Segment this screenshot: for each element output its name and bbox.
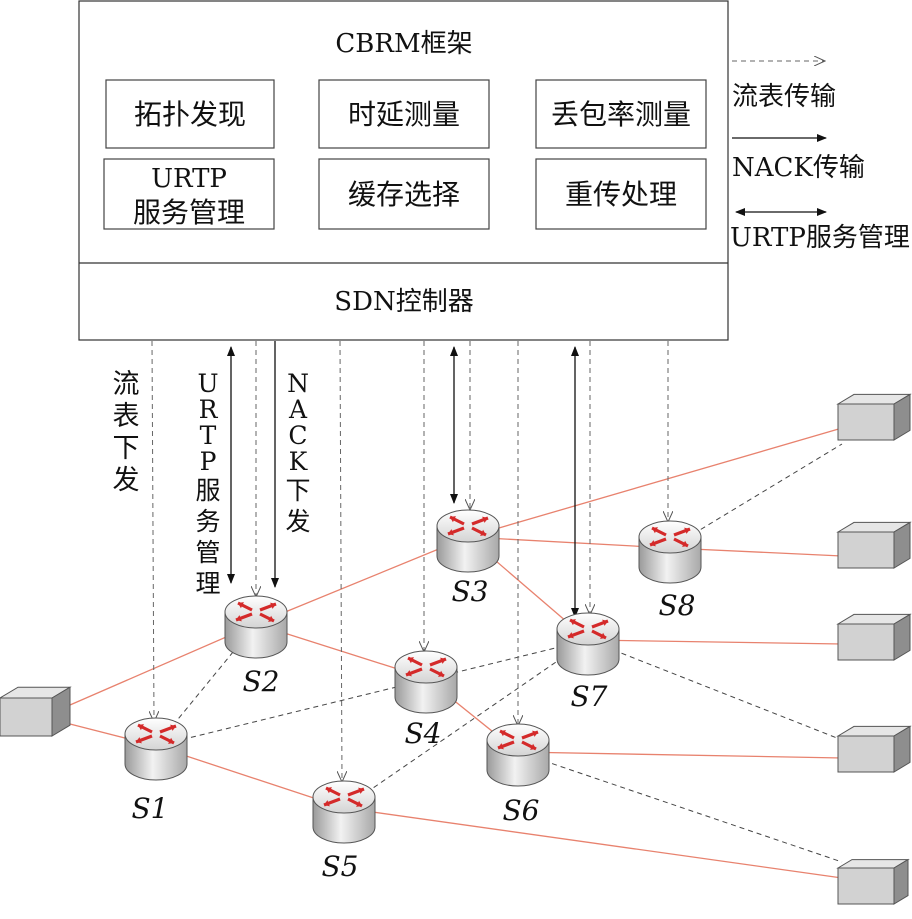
legend-label-nack: NACK传输	[732, 153, 865, 183]
legend-label-urtp: URTP服务管理	[730, 223, 910, 253]
switch-router-icon	[638, 520, 702, 584]
annotation-char: A	[288, 395, 308, 424]
link-s2-s3	[255, 536, 469, 625]
module-label: 丢包率测量	[551, 98, 691, 131]
switch-router-icon	[436, 509, 500, 573]
annotation-char: 务	[195, 507, 220, 536]
switch-label-s2: S2	[243, 665, 280, 698]
switch-label-s1: S1	[132, 792, 169, 825]
sdn-controller-label: SDN控制器	[334, 287, 473, 317]
annotation-char: P	[200, 447, 217, 476]
annotation-char: C	[288, 421, 307, 450]
annotation-char: K	[289, 447, 309, 476]
switch-router-icon	[224, 595, 288, 659]
link-s3-server1	[467, 427, 843, 538]
dlink-s5-s7	[343, 639, 589, 809]
switch-label-s8: S8	[659, 589, 696, 622]
module-label: 重传处理	[565, 178, 677, 211]
annotation-char: 下	[113, 433, 140, 464]
cbrm-framework: CBRM框架 SDN控制器 拓扑发现 时延测量 丢包率测量 URTP 服务管理 …	[78, 0, 729, 341]
controller-arrows	[152, 340, 668, 782]
switches	[124, 509, 702, 844]
link-s3-s8	[467, 536, 671, 549]
switch-router-icon	[394, 650, 458, 714]
switch-label-s6: S6	[503, 794, 540, 827]
server-host-icon	[0, 686, 72, 737]
dlink-s8-server1	[669, 443, 843, 549]
switch-router-icon	[556, 612, 620, 676]
switch-label-s4: S4	[405, 717, 442, 750]
module-retransmission-handling: 重传处理	[535, 158, 707, 230]
legend: 流表传输 NACK传输 URTP服务管理	[730, 61, 910, 253]
framework-title: CBRM框架	[335, 29, 472, 59]
switch-label-s7: S7	[571, 680, 608, 713]
annotation-char: 理	[195, 569, 220, 598]
hosts	[0, 393, 912, 905]
dlink-s7-server4	[587, 639, 843, 741]
module-label-line2: 服务管理	[133, 196, 245, 229]
dlink-s1-s7	[155, 639, 589, 747]
server-host-icon	[836, 725, 912, 773]
annotation-char: 表	[113, 401, 140, 432]
annotation-char: 发	[113, 465, 140, 496]
switch-label-s5: S5	[322, 850, 359, 883]
dashed-links	[155, 443, 843, 863]
server-host-icon	[836, 393, 912, 441]
module-label: 缓存选择	[348, 178, 460, 211]
link-s6-server4	[517, 751, 843, 759]
annotation-char: 服	[195, 476, 220, 505]
physical-links	[69, 427, 843, 879]
module-cache-selection: 缓存选择	[318, 158, 490, 230]
link-s5-server5	[343, 807, 843, 879]
annotation-char: 管	[195, 538, 220, 567]
annotation-char: N	[287, 369, 309, 398]
switch-label-s3: S3	[452, 575, 489, 608]
server-host-icon	[836, 613, 912, 661]
annotation-char: R	[199, 395, 219, 424]
module-delay-measurement: 时延测量	[318, 79, 490, 149]
annotation-char: T	[200, 421, 217, 450]
annotation-nack-down: N A C K 下 发	[285, 369, 310, 536]
annotation-flow-table-down: 流 表 下 发	[113, 369, 140, 496]
server-host-icon	[836, 521, 912, 569]
flow-table-arrow-s5	[340, 340, 342, 782]
module-label: 时延测量	[348, 98, 460, 131]
module-urtp-service-management: URTP 服务管理	[103, 158, 275, 230]
switch-labels: S1 S2 S3 S4 S5 S6 S7 S8	[132, 575, 696, 883]
legend-label-flow-table: 流表传输	[732, 82, 836, 112]
annotation-urtp-management: U R T P 服 务 管 理	[195, 369, 220, 598]
switch-router-icon	[312, 780, 376, 844]
flow-table-arrow-s1	[152, 340, 154, 722]
annotation-char: 下	[285, 476, 310, 505]
module-label-line1: URTP	[151, 164, 227, 194]
annotation-char: 流	[113, 369, 140, 400]
annotation-char: U	[197, 369, 218, 398]
module-loss-rate-measurement: 丢包率测量	[535, 79, 707, 149]
link-s7-server3	[587, 639, 843, 645]
module-label: 拓扑发现	[134, 98, 246, 131]
switch-router-icon	[486, 723, 550, 787]
server-host-icon	[836, 858, 910, 905]
switch-router-icon	[124, 717, 188, 781]
annotation-char: 发	[285, 507, 310, 536]
dlink-s6-server5	[517, 751, 843, 863]
module-topology-discovery: 拓扑发现	[105, 79, 275, 149]
